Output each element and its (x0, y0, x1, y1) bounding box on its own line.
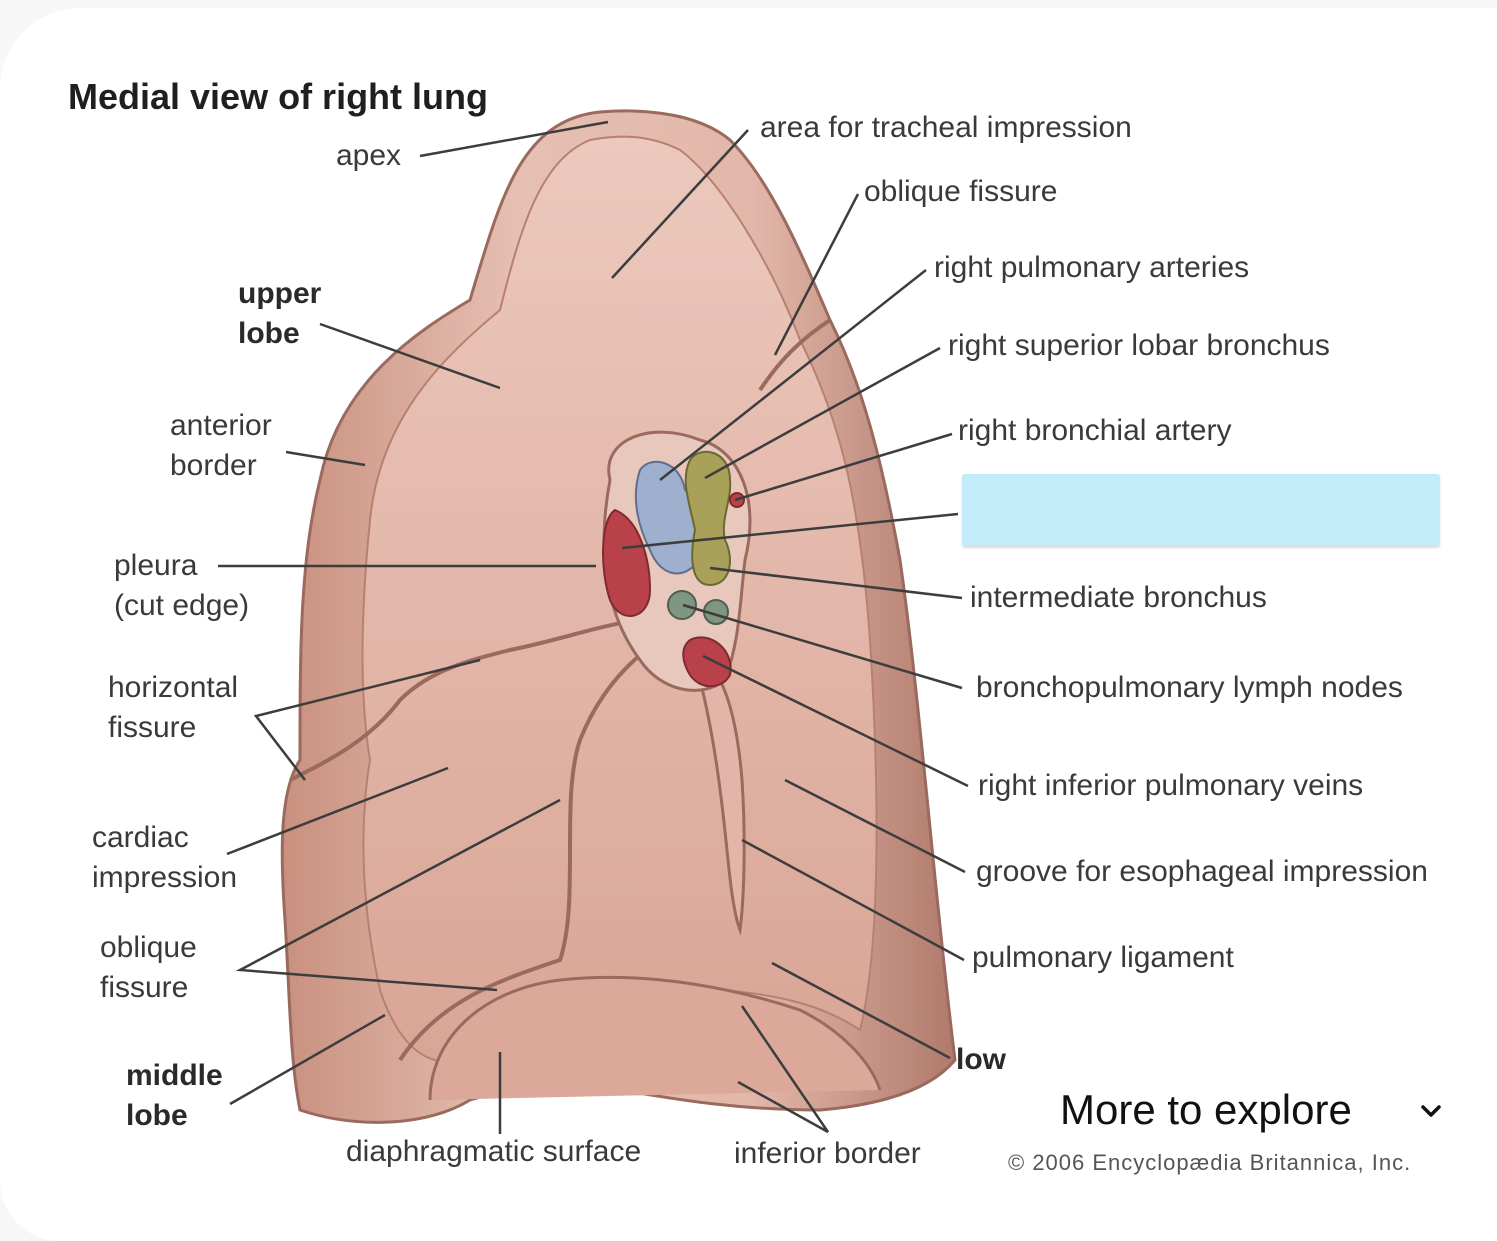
label-right-pulmonary-arteries: right pulmonary arteries (934, 251, 1250, 284)
hidden-label-answer-box[interactable] (962, 474, 1440, 546)
pulmonary-artery-shape (602, 508, 652, 617)
label-pleura-line2: (cut edge) (114, 589, 250, 622)
label-bronchopulmonary-lymph-nodes: bronchopulmonary lymph nodes (976, 671, 1403, 704)
label-oblique-fissure-line2: fissure (100, 971, 189, 1004)
label-pulmonary-ligament: pulmonary ligament (972, 941, 1234, 974)
oblique-fissure-upper (758, 318, 832, 392)
label-oblique-fissure-line1: oblique (100, 931, 197, 964)
label-inferior-border: inferior border (734, 1137, 921, 1170)
label-lower-lobe-partial: low (956, 1043, 1006, 1076)
leader-lines (218, 120, 969, 1134)
label-anterior-border-line1: anterior (170, 409, 272, 442)
label-horizontal-fissure-line1: horizontal (108, 671, 239, 704)
label-horizontal-fissure-line2: fissure (108, 711, 197, 744)
label-diaphragmatic-surface: diaphragmatic surface (346, 1135, 642, 1168)
inferior-vein-shape (682, 636, 732, 688)
more-to-explore-label: More to explore (1060, 1086, 1352, 1133)
label-right-bronchial-artery: right bronchial artery (958, 414, 1232, 447)
more-to-explore-button[interactable]: More to explore (1040, 1070, 1490, 1152)
label-intermediate-bronchus: intermediate bronchus (970, 581, 1267, 614)
diaphragmatic-edge (428, 975, 882, 1101)
label-middle-lobe-line1: middle (126, 1059, 223, 1092)
oblique-fissure-line (398, 638, 662, 1062)
label-tracheal-impression: area for tracheal impression (760, 111, 1132, 144)
label-anterior-border-line2: border (170, 449, 257, 482)
label-apex: apex (336, 139, 402, 172)
label-middle-lobe-line2: lobe (126, 1099, 188, 1132)
label-upper-lobe-line2: lobe (238, 317, 300, 350)
diagram-title: Medial view of right lung (68, 76, 489, 117)
chevron-down-icon (1421, 1105, 1441, 1117)
label-upper-lobe-line1: upper (238, 277, 322, 310)
label-right-inferior-pulmonary-veins: right inferior pulmonary veins (978, 769, 1364, 802)
label-oblique-fissure-top: oblique fissure (864, 175, 1058, 208)
label-groove-esophageal-impression: groove for esophageal impression (976, 855, 1428, 888)
label-pleura-line1: pleura (114, 549, 198, 582)
pulmonary-ligament-shape (698, 678, 746, 936)
lymph-node-shape (667, 590, 697, 620)
bronchus-shape (684, 450, 732, 587)
copyright-notice: © 2006 Encyclopædia Britannica, Inc. (1008, 1150, 1412, 1175)
label-right-superior-lobar-bronchus: right superior lobar bronchus (948, 329, 1330, 362)
label-cardiac-impression-line2: impression (92, 861, 238, 894)
label-cardiac-impression-line1: cardiac (92, 821, 189, 854)
